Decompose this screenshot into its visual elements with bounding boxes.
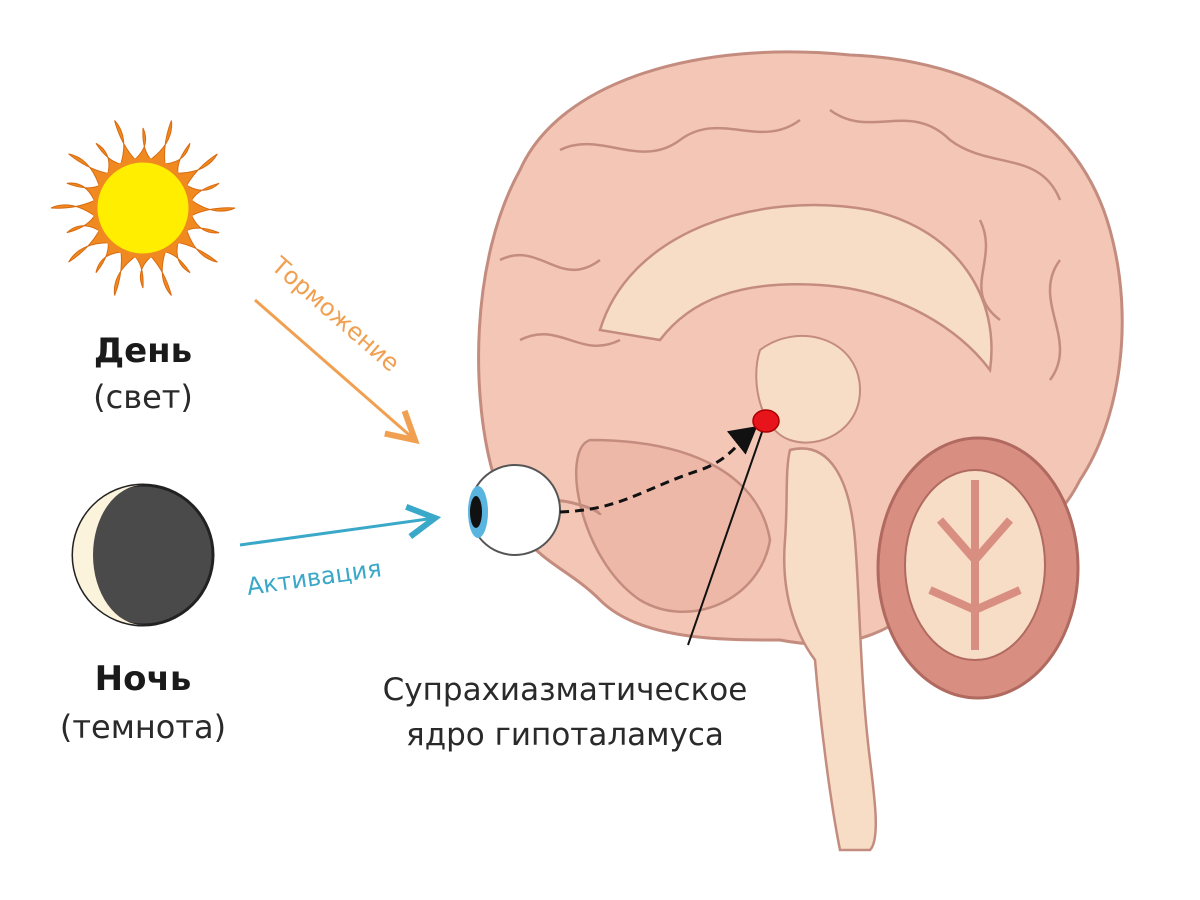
- sun-ray: [150, 120, 173, 164]
- night-sublabel: (темнота): [60, 708, 226, 746]
- sun-ray: [114, 120, 136, 164]
- brain-illustration: [477, 50, 1124, 852]
- activation-arrow: [239, 518, 435, 547]
- sun-ray: [134, 257, 152, 289]
- activation-label: Активация: [245, 554, 383, 601]
- sun-ray: [68, 153, 108, 186]
- sun-ray: [68, 230, 108, 263]
- sun-ray: [50, 200, 94, 216]
- sun-ray: [187, 182, 220, 201]
- sun-ray: [113, 252, 136, 296]
- sun-ray: [66, 182, 99, 201]
- sun-ray: [192, 200, 236, 216]
- scn-pointer-line: [687, 431, 763, 646]
- sun-ray: [134, 127, 152, 159]
- day-sublabel: (свет): [93, 378, 193, 416]
- caption-line-1: Супрахиазматическое: [383, 672, 748, 708]
- inhibition-arrow: [254, 298, 415, 440]
- caption-line-2: ядро гипоталамуса: [406, 717, 724, 753]
- sun-ray: [95, 242, 121, 274]
- cerebellum: [876, 436, 1080, 700]
- day-label: День: [94, 331, 192, 371]
- sun-icon: [50, 120, 236, 296]
- sun-ray: [165, 242, 191, 274]
- eye-icon: [468, 464, 602, 556]
- sun-ray: [66, 215, 99, 234]
- scn-marker: [752, 409, 780, 433]
- night-label: Ночь: [95, 659, 192, 699]
- sun-ray: [95, 142, 121, 174]
- sun-ray: [165, 142, 191, 174]
- sun-ray: [178, 230, 218, 263]
- sun-ray: [187, 215, 220, 234]
- inhibition-label: Торможение: [265, 251, 405, 378]
- sun-ray: [150, 252, 172, 296]
- sun-ray: [178, 153, 218, 186]
- moon-icon: [71, 483, 215, 627]
